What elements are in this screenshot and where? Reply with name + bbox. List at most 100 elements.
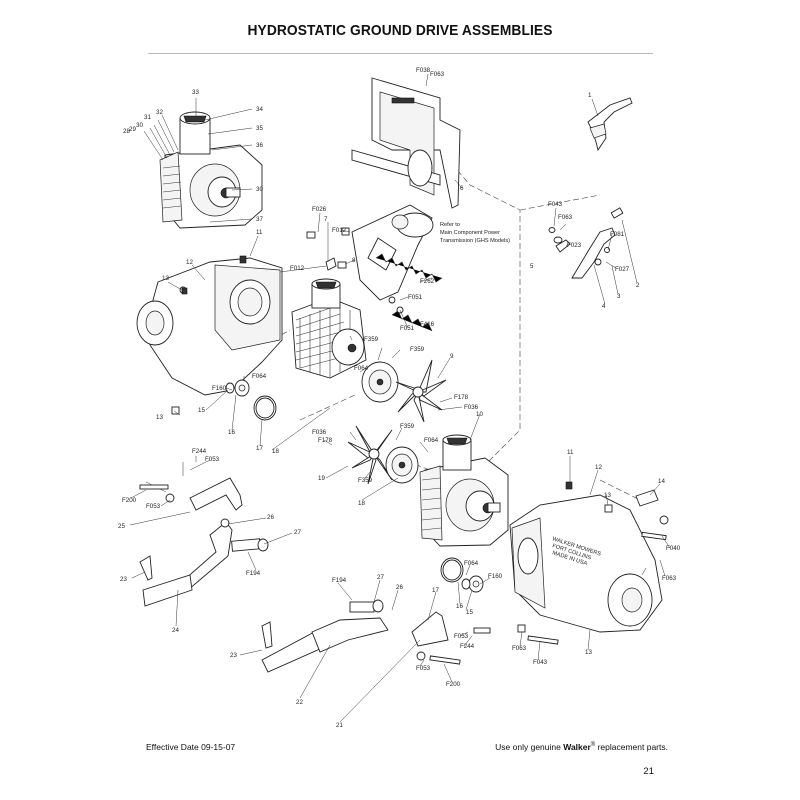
callout: 29 [129, 126, 136, 133]
callout: 13 [156, 414, 163, 421]
callout: F081 [610, 231, 625, 238]
leader-lines [129, 73, 671, 723]
callout: 16 [456, 603, 463, 610]
callout: F038 [416, 67, 431, 74]
callout: F416 [420, 321, 435, 328]
callout: F051 [408, 294, 423, 301]
callout: F053 [205, 456, 220, 463]
callout: 17 [256, 445, 263, 452]
callout: 12 [186, 259, 193, 266]
bolts-center [306, 227, 404, 314]
hydrostatic-pump-upper-left [159, 111, 263, 229]
callout: F043 [533, 659, 548, 666]
callout: F051 [400, 325, 415, 332]
callout: 11 [256, 229, 263, 236]
gear-housing-left [136, 255, 283, 396]
page-title: HYDROSTATIC GROUND DRIVE ASSEMBLIES [247, 22, 553, 39]
notice-suffix: replacement parts. [597, 742, 668, 752]
callout: 10 [476, 411, 483, 418]
callout: 23 [120, 576, 127, 583]
callout: 37 [256, 216, 263, 223]
callout: 18 [358, 500, 365, 507]
fan-pulley-lower [347, 425, 419, 485]
note-line-3: Transmission (GHS Models) [440, 238, 510, 244]
callout: F063 [558, 214, 573, 221]
callout: F053 [454, 633, 469, 640]
callout: 11 [567, 449, 574, 456]
callout: F043 [548, 201, 563, 208]
callout: F359 [364, 336, 379, 343]
callout: 14 [658, 478, 665, 485]
callout: 8 [352, 257, 356, 264]
callout: F064 [424, 437, 439, 444]
callout: 26 [267, 514, 274, 521]
effective-date: Effective Date 09-15-07 [146, 742, 236, 752]
mounting-bracket [351, 77, 461, 209]
callout: 31 [144, 114, 151, 121]
callout: F012 [332, 227, 347, 234]
fan-pulley-upper [361, 359, 447, 423]
callout-labels: 33 34 35 36 30 37 32 31 29 30 28 F038 F0… [118, 67, 681, 729]
callout: 30 [256, 186, 263, 193]
callout: F063 [430, 71, 445, 78]
callout: 30 [136, 122, 143, 129]
callout: 15 [466, 609, 473, 616]
callout: 13 [585, 649, 592, 656]
genuine-parts-notice: Use only genuine Walker® replacement par… [495, 742, 668, 752]
note-line-1: Refer to [440, 222, 460, 228]
callout: F063 [512, 645, 527, 652]
callout: F359 [400, 423, 415, 430]
callout: 35 [256, 125, 263, 132]
callout: F023 [567, 242, 582, 249]
callout: F063 [662, 575, 677, 582]
callout: 18 [272, 448, 279, 455]
callout: 28 [123, 128, 130, 135]
callout: F040 [666, 545, 681, 552]
callout: F064 [252, 373, 267, 380]
callout: 1 [588, 92, 592, 99]
gear-housing-right: WALKER MOWERS FORT COLLINS MADE IN USA [509, 481, 663, 633]
callout: F064 [354, 365, 369, 372]
callout: 22 [296, 699, 303, 706]
callout: 3 [617, 293, 621, 300]
callout: 17 [432, 587, 439, 594]
callout: F012 [290, 265, 305, 272]
callout: 12 [595, 464, 602, 471]
reference-note: Refer to Main Component Power Transmissi… [440, 222, 510, 244]
callout: 13 [162, 275, 169, 282]
brand-name: Walker [563, 742, 591, 752]
callout: F160 [212, 385, 227, 392]
title-divider [148, 53, 653, 54]
callout: F064 [464, 560, 479, 567]
callout: 13 [604, 492, 611, 499]
callout: 24 [172, 627, 179, 634]
callout: F244 [460, 643, 475, 650]
pump-mount-plate [351, 204, 434, 301]
callout: F178 [318, 437, 333, 444]
callout: F160 [488, 573, 503, 580]
callout: F359 [410, 346, 425, 353]
callout: 34 [256, 106, 263, 113]
callout: F244 [192, 448, 207, 455]
control-linkage-upper-right [587, 97, 633, 152]
callout: 27 [294, 529, 301, 536]
callout: F053 [146, 503, 161, 510]
callout: 32 [156, 109, 163, 116]
control-arm-lower [261, 515, 669, 673]
callout: 5 [530, 263, 534, 270]
callout: 7 [324, 216, 328, 223]
callout: 26 [396, 584, 403, 591]
callout: 15 [198, 407, 205, 414]
hydrostatic-pump-center [291, 278, 367, 379]
callout: F178 [454, 394, 469, 401]
callout: F200 [446, 681, 461, 688]
callout: 21 [336, 722, 343, 729]
control-arm-left [139, 462, 269, 607]
callout: F194 [332, 577, 347, 584]
callout: F026 [312, 206, 327, 213]
callout: 33 [192, 89, 199, 96]
registered-mark: ® [590, 742, 596, 749]
callout: 6 [460, 185, 464, 192]
callout: 4 [602, 303, 606, 310]
